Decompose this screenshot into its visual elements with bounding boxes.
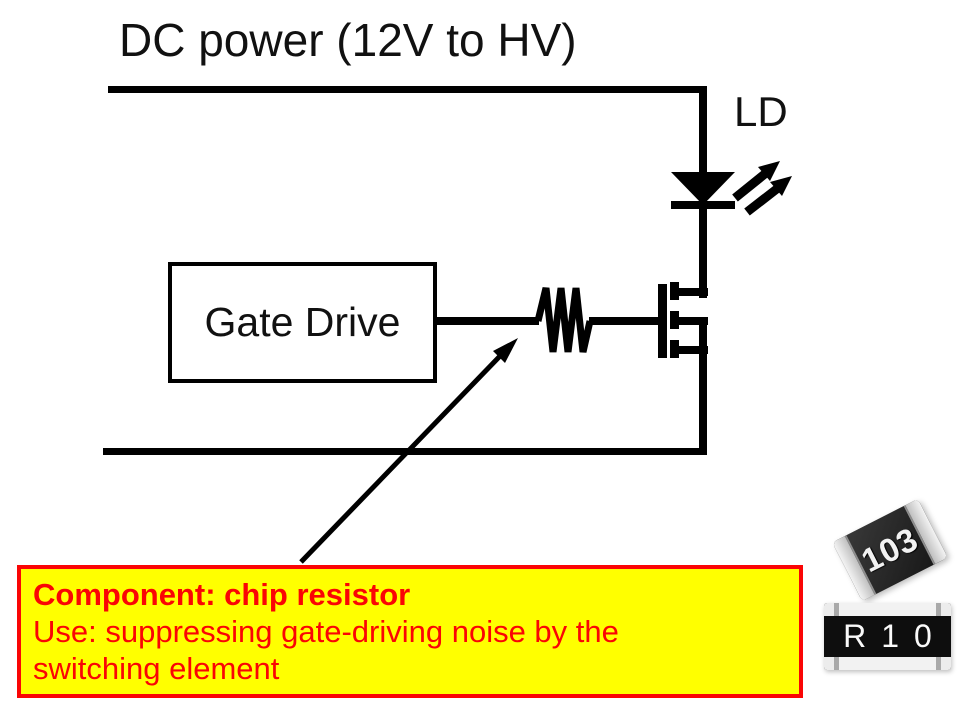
callout-line: switching element <box>33 651 280 686</box>
gate-drive-label: Gate Drive <box>204 299 401 345</box>
cathode-bar <box>671 201 735 209</box>
pointer-head <box>493 338 518 363</box>
resistor-symbol <box>534 287 594 353</box>
callout-pointer-arrow <box>299 338 518 564</box>
diode-triangle <box>671 172 735 205</box>
gate-wire-right <box>589 317 659 325</box>
callout-heading: Component: chip resistor <box>33 577 411 612</box>
cathode-wire <box>699 206 707 298</box>
laser-diode-label: LD <box>734 88 788 135</box>
pointer-shaft <box>299 353 503 564</box>
mosfet-body-stub <box>670 317 708 325</box>
resistor-body: R10 <box>824 616 951 657</box>
laser-diode-symbol <box>671 86 735 298</box>
callout-box: Component: chip resistor Use: suppressin… <box>17 565 803 698</box>
emission-arrow-head <box>758 161 780 181</box>
chip-resistor-photo-flat: R10 <box>824 603 951 670</box>
resistor-terminal-top <box>824 603 951 616</box>
emission-arrow-shaft <box>732 169 769 202</box>
callout-line: Use: suppressing gate-driving noise by t… <box>33 614 619 649</box>
emission-arrow-head <box>770 176 792 196</box>
mosfet-drain-stub <box>670 288 708 296</box>
laser-emission-arrows-icon <box>732 161 792 216</box>
source-wire <box>699 317 707 455</box>
mosfet-source-stub <box>670 346 708 354</box>
resistor-terminal-bottom <box>824 657 951 670</box>
top-power-rail <box>108 86 707 93</box>
resistor-marking: R10 <box>843 618 947 654</box>
resistor-marking: 103 <box>855 519 925 580</box>
diagram-title: DC power (12V to HV) <box>119 14 577 66</box>
mosfet-gate-bar <box>658 284 667 358</box>
anode-wire <box>699 86 707 176</box>
emission-arrow-shaft <box>744 184 781 216</box>
gate-drive-block: Gate Drive <box>168 262 437 383</box>
gate-wire-left <box>435 317 539 325</box>
mosfet-symbol <box>658 282 708 455</box>
